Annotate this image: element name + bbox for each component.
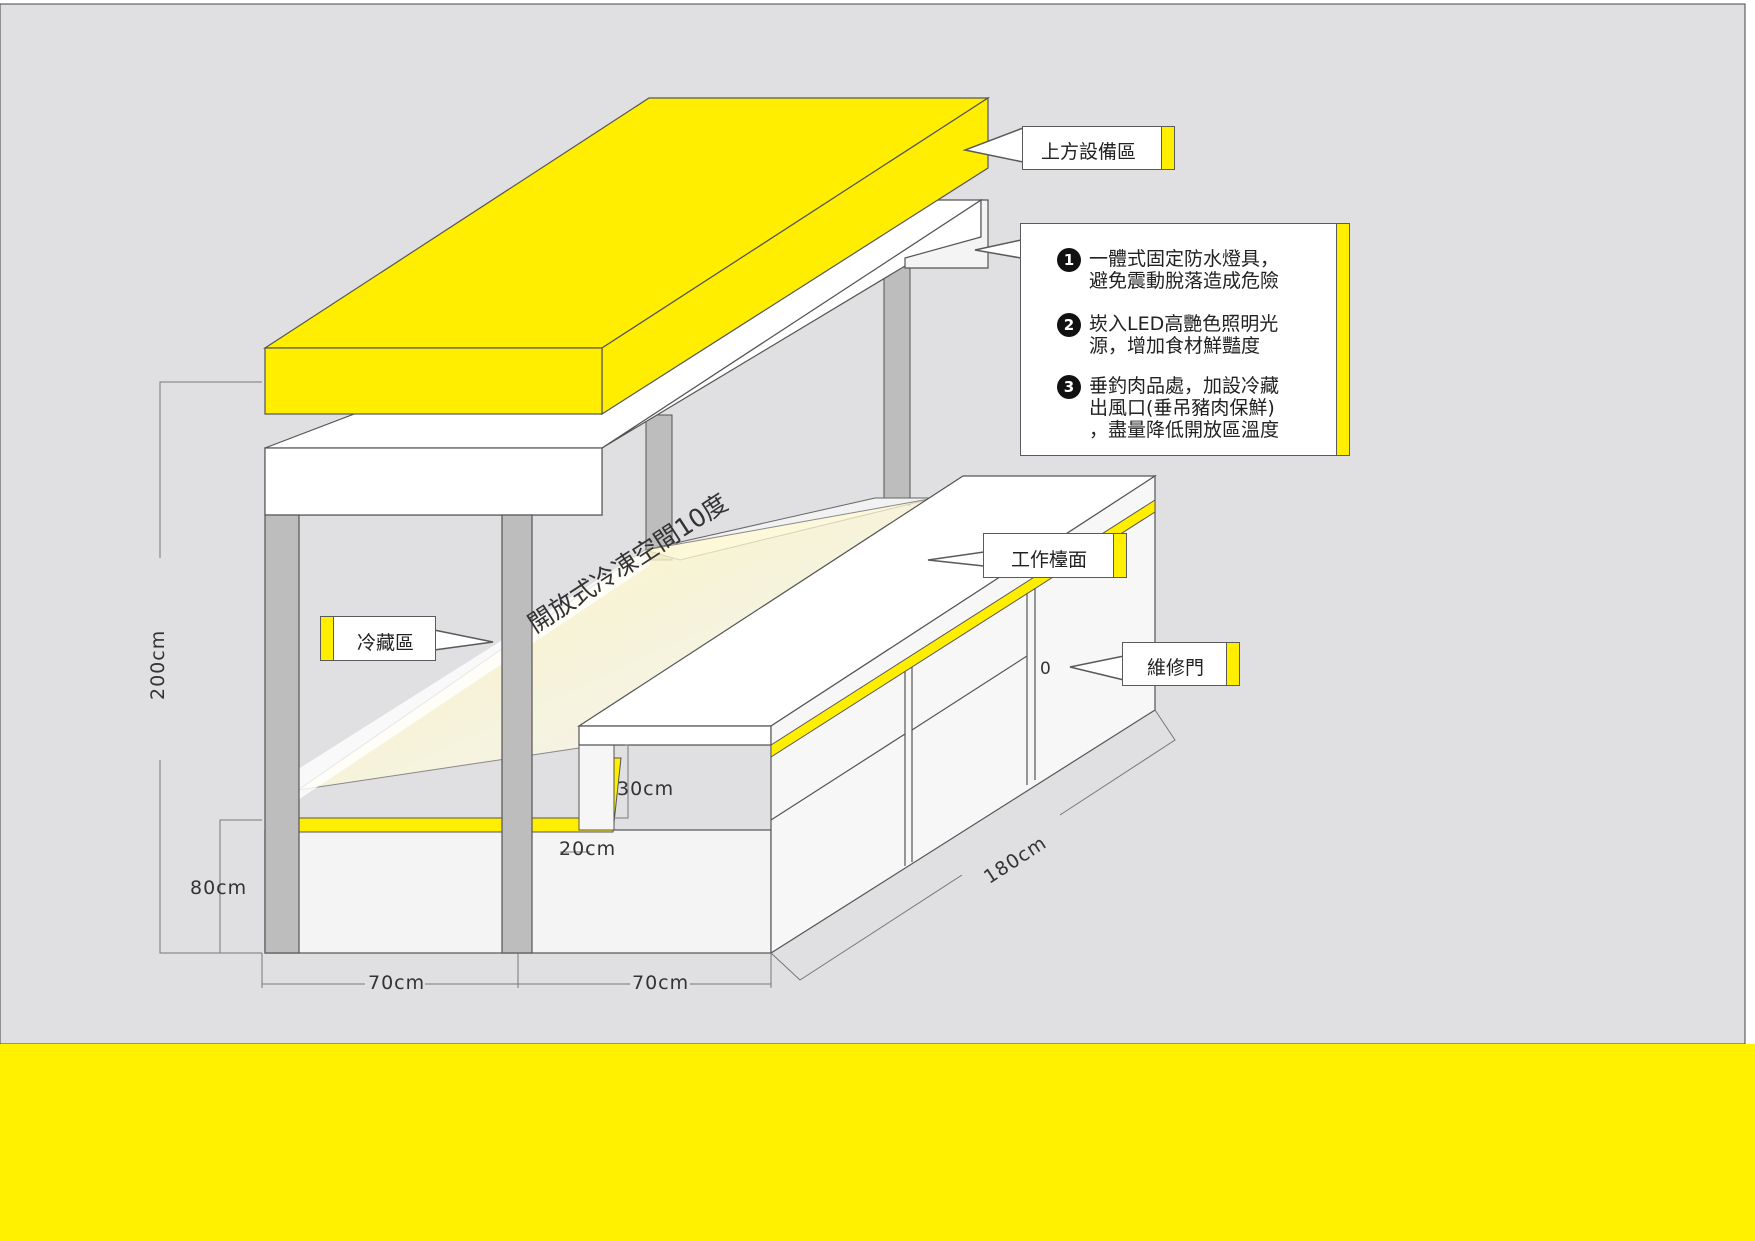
bottom-yellow-band: [0, 1044, 1755, 1241]
door-marker: 0: [1040, 659, 1051, 679]
callout-repair-door: 維修門: [1122, 642, 1240, 686]
callout-features: 1 一體式固定防水燈具， 避免震動脫落造成危險 2 崁入LED高艷色照明光 源，…: [1020, 223, 1350, 456]
dim-width-right: 70cm: [632, 972, 690, 994]
callout-cold-storage: 冷藏區: [320, 616, 436, 661]
feature-3: 3 垂釣肉品處，加設冷藏 出風口(垂吊豬肉保鮮) ，盡量降低開放區溫度: [1057, 375, 1280, 441]
front-post-right: [501, 514, 533, 954]
dimension-lines: [159, 381, 1176, 988]
callout-upper-equipment-bar: [1161, 127, 1174, 169]
callout-work-counter-bar: [1113, 534, 1126, 577]
feature-2-line-2: 源，增加食材鮮豔度: [1089, 335, 1261, 357]
dim-height-base: 80cm: [190, 877, 248, 899]
callout-features-bar: [1336, 224, 1349, 455]
canopy-front: [264, 447, 603, 516]
callout-repair-door-bar: [1226, 643, 1239, 685]
callout-cold-storage-label: 冷藏區: [357, 632, 415, 654]
feature-2-line-1: 崁入LED高艷色照明光: [1089, 313, 1279, 335]
callout-upper-equipment-label: 上方設備區: [1041, 141, 1137, 163]
counter-edge: [578, 725, 772, 746]
feature-3-line-3: ，盡量降低開放區溫度: [1089, 419, 1280, 441]
feature-1-number-icon: 1: [1057, 248, 1081, 272]
feature-1-line-2: 避免震動脫落造成危險: [1089, 270, 1280, 292]
feature-3-number-icon: 3: [1057, 375, 1081, 399]
front-post-left: [264, 514, 300, 954]
back-post-left: [645, 414, 673, 561]
feature-2-number-icon: 2: [1057, 313, 1081, 337]
feature-1: 1 一體式固定防水燈具， 避免震動脫落造成危險: [1057, 248, 1280, 292]
canopy-front-end: [904, 199, 989, 269]
callout-repair-door-label: 維修門: [1147, 657, 1205, 679]
back-post-right: [883, 264, 911, 506]
callout-upper-equipment: 上方設備區: [1022, 126, 1175, 170]
dim-width-left: 70cm: [368, 972, 426, 994]
cabinet-shelf-2: [911, 655, 1028, 731]
feature-2: 2 崁入LED高艷色照明光 源，增加食材鮮豔度: [1057, 313, 1279, 357]
feature-3-line-1: 垂釣肉品處，加設冷藏: [1089, 375, 1280, 397]
dim-height-total: 200cm: [147, 629, 169, 700]
cabinet-shelf-1: [770, 733, 906, 821]
callout-work-counter-label: 工作檯面: [1011, 549, 1088, 571]
ledge-block: [578, 744, 615, 831]
dim-ledge-depth: 20cm: [559, 838, 617, 860]
feature-1-line-1: 一體式固定防水燈具，: [1089, 248, 1280, 270]
roof-front: [264, 347, 603, 415]
dim-ledge-height: 30cm: [617, 778, 675, 800]
feature-3-line-2: 出風口(垂吊豬肉保鮮): [1089, 397, 1275, 419]
display-left-glass: [265, 550, 650, 800]
callout-pointers: [433, 126, 1125, 681]
callout-work-counter: 工作檯面: [983, 533, 1127, 578]
callout-cold-storage-bar: [321, 617, 334, 660]
